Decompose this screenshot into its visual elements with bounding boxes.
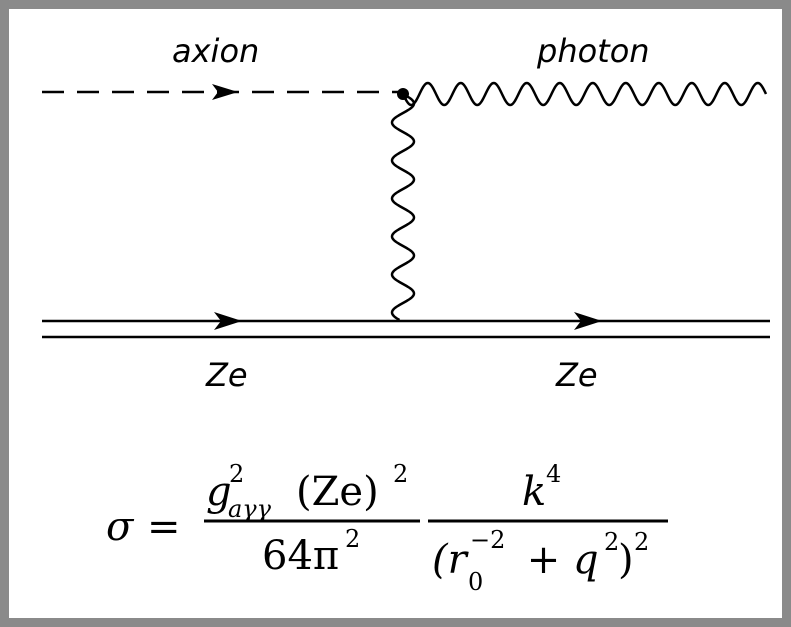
photon-label: photon: [536, 32, 650, 70]
cross-section-formula: σ = g 2 aγγ (Ze) 2 64π 2 k 4 (r −2 0 + q…: [106, 460, 668, 596]
equals-sign: =: [147, 504, 181, 550]
photon-line: [401, 81, 768, 107]
nucleus-label-left: Ze: [205, 356, 248, 394]
screening-term-sup: −2: [470, 526, 505, 554]
momentum-k-sup: 4: [546, 460, 561, 488]
sigma-symbol: σ: [106, 504, 135, 550]
axion-label: axion: [172, 32, 259, 70]
nucleus-arrow-left: [214, 312, 242, 330]
transfer-q-sup: 2: [604, 528, 619, 556]
screening-term-sub: 0: [468, 568, 483, 596]
coupling-g: g: [206, 469, 232, 515]
coupling-g-sup: 2: [229, 460, 244, 488]
charge-term-sup: 2: [393, 460, 408, 488]
transfer-q: + q: [514, 537, 599, 583]
denominator-64pi-sup: 2: [345, 525, 360, 553]
denominator-64pi: 64π: [262, 533, 339, 579]
coupling-g-sub: aγγ: [228, 495, 272, 523]
denominator-close: ): [618, 537, 634, 583]
charge-term: (Ze): [296, 469, 379, 515]
virtual-photon-line: [390, 92, 416, 322]
screening-term: (r: [432, 537, 470, 583]
nucleus-arrow-right: [574, 312, 602, 330]
axion-arrow: [212, 84, 238, 100]
denominator-close-sup: 2: [634, 528, 649, 556]
nucleus-label-right: Ze: [555, 356, 598, 394]
momentum-k: k: [522, 469, 546, 515]
